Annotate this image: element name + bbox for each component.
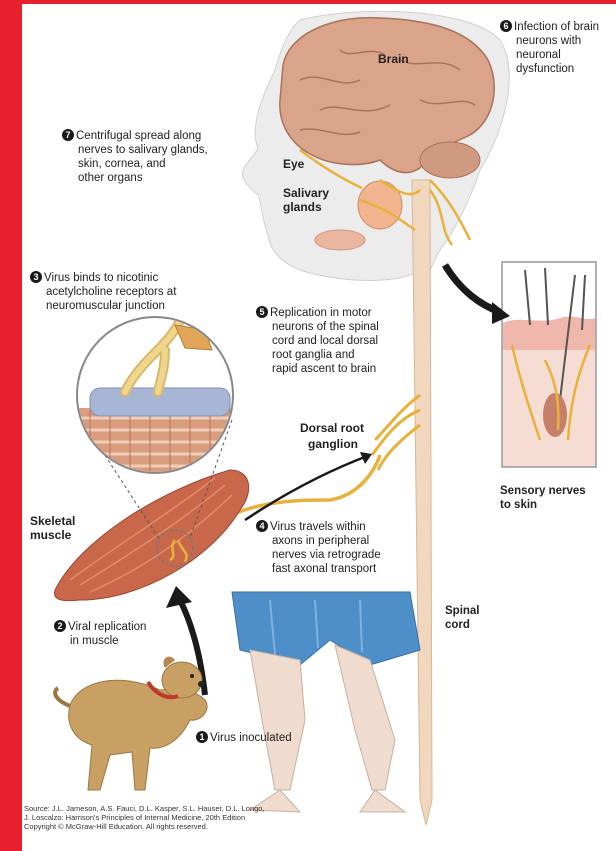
skin-epidermis xyxy=(503,316,595,350)
cerebellum-shape xyxy=(420,142,480,178)
step-6-badge: 6 xyxy=(500,20,512,32)
eye-label: Eye xyxy=(283,157,304,171)
brain-label: Brain xyxy=(378,52,409,66)
feet xyxy=(250,790,405,812)
right-leg xyxy=(335,645,395,790)
ascent-arrow xyxy=(245,455,370,520)
step-3-badge: 3 xyxy=(30,271,42,283)
step-7-badge: 7 xyxy=(62,129,74,141)
left-leg xyxy=(250,650,305,790)
dog-head xyxy=(162,662,202,698)
step-2-badge: 2 xyxy=(54,620,66,632)
dog-nose xyxy=(198,681,204,687)
mouth-gland-shape xyxy=(315,230,365,250)
step-5-badge: 5 xyxy=(256,306,268,318)
source-credit: Source: J.L. Jameson, A.S. Fauci, D.L. K… xyxy=(24,804,265,831)
step-4-badge: 4 xyxy=(256,520,268,532)
dog-tail xyxy=(55,688,70,706)
step-1-badge: 1 xyxy=(196,731,208,743)
spinal-cord-shape xyxy=(412,180,432,825)
arrow-to-skin xyxy=(445,265,500,312)
hair-follicle xyxy=(543,393,567,437)
